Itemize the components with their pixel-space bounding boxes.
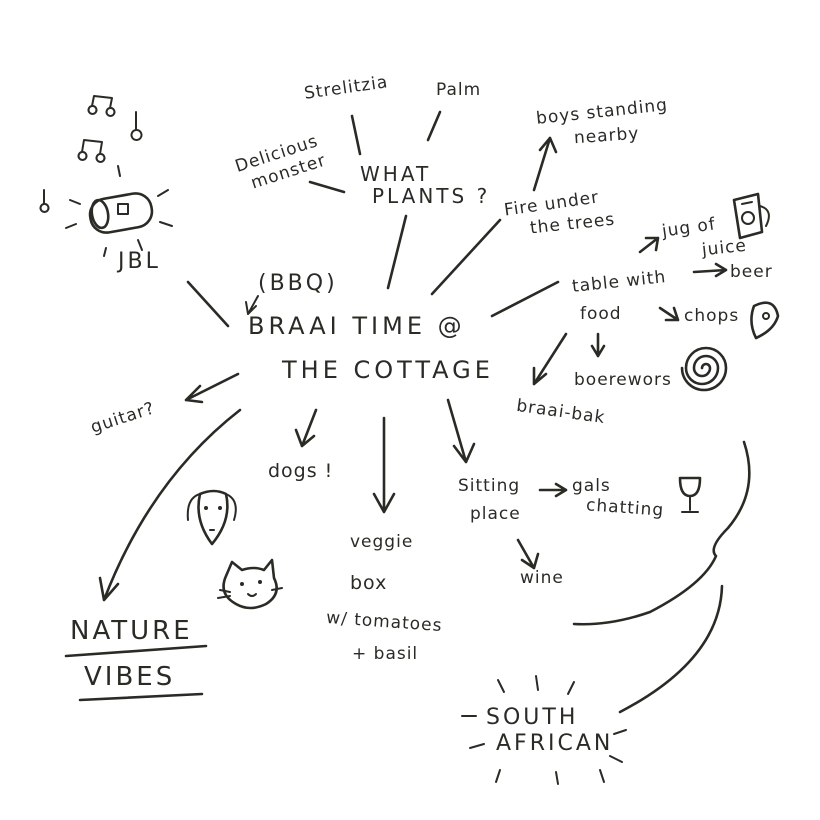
- dogs-label: dogs !: [268, 460, 334, 482]
- bbq-note: (BBQ): [258, 271, 338, 296]
- arrow-bbq: [245, 295, 259, 315]
- veggie-line1: veggie: [350, 532, 414, 552]
- arrow-boerewors: [590, 332, 606, 358]
- plant-palm: Palm: [436, 80, 482, 100]
- wine-glass-icon: [678, 476, 702, 513]
- arrow-boys: [532, 136, 558, 192]
- connector-strelitzia: [350, 114, 362, 156]
- arrow-dogs: [294, 408, 318, 448]
- plants-title-line2: PLANTS ?: [372, 184, 491, 208]
- arrow-beer: [692, 262, 728, 278]
- nature-line2: VIBES: [84, 662, 176, 692]
- nature-line1: NATURE: [70, 616, 193, 646]
- south-africa-coastline: [572, 440, 751, 626]
- arrow-sitting-place: [446, 398, 476, 464]
- arrow-jug: [638, 236, 660, 254]
- vibes-underline: [78, 692, 204, 702]
- connector-delicious-monster: [308, 180, 346, 194]
- boerewors-coil-icon: [680, 346, 728, 392]
- dog-icon: [186, 489, 237, 546]
- veggie-line2: box: [350, 572, 388, 594]
- cat-icon: [217, 558, 283, 610]
- arrow-braai-bak: [532, 332, 568, 386]
- arrow-chops: [658, 306, 680, 322]
- connector-table: [490, 280, 560, 318]
- arrow-veggie: [372, 416, 396, 514]
- arrow-guitar: [184, 372, 240, 404]
- south-african-line2: AFRICAN: [496, 731, 614, 756]
- arrow-nature-vibes: [98, 408, 242, 602]
- gals-line1: gals: [572, 476, 611, 496]
- nature-underline: [64, 644, 208, 658]
- connector-jbl: [186, 280, 230, 328]
- plants-title-line1: WHAT: [360, 162, 432, 186]
- speaker-icon: [65, 165, 173, 257]
- south-african-line1: SOUTH: [486, 705, 579, 730]
- wine-label: wine: [520, 568, 564, 588]
- chop-icon: [750, 301, 780, 340]
- sitting-line2: place: [470, 504, 521, 524]
- beer-label: beer: [730, 262, 773, 282]
- south-africa-line: [618, 584, 724, 714]
- chops-label: chops: [684, 306, 740, 326]
- juice-jug-icon: [732, 192, 770, 240]
- sitting-line1: Sitting: [458, 476, 521, 496]
- veggie-line4: + basil: [352, 644, 419, 664]
- center-title-line2: THE COTTAGE: [282, 356, 494, 384]
- connector-palm: [426, 110, 442, 142]
- connector-plants: [386, 214, 408, 290]
- arrow-gals: [538, 482, 568, 498]
- jbl-label: JBL: [118, 249, 161, 274]
- center-title-line1: BRAAI TIME @: [248, 312, 466, 340]
- south-african-sunburst: [461, 675, 627, 785]
- music-notes-icon: [39, 95, 143, 213]
- arrow-wine: [516, 538, 540, 570]
- connector-fire: [430, 218, 502, 296]
- boerewors-label: boerewors: [574, 370, 672, 390]
- table-line2: food: [580, 304, 622, 324]
